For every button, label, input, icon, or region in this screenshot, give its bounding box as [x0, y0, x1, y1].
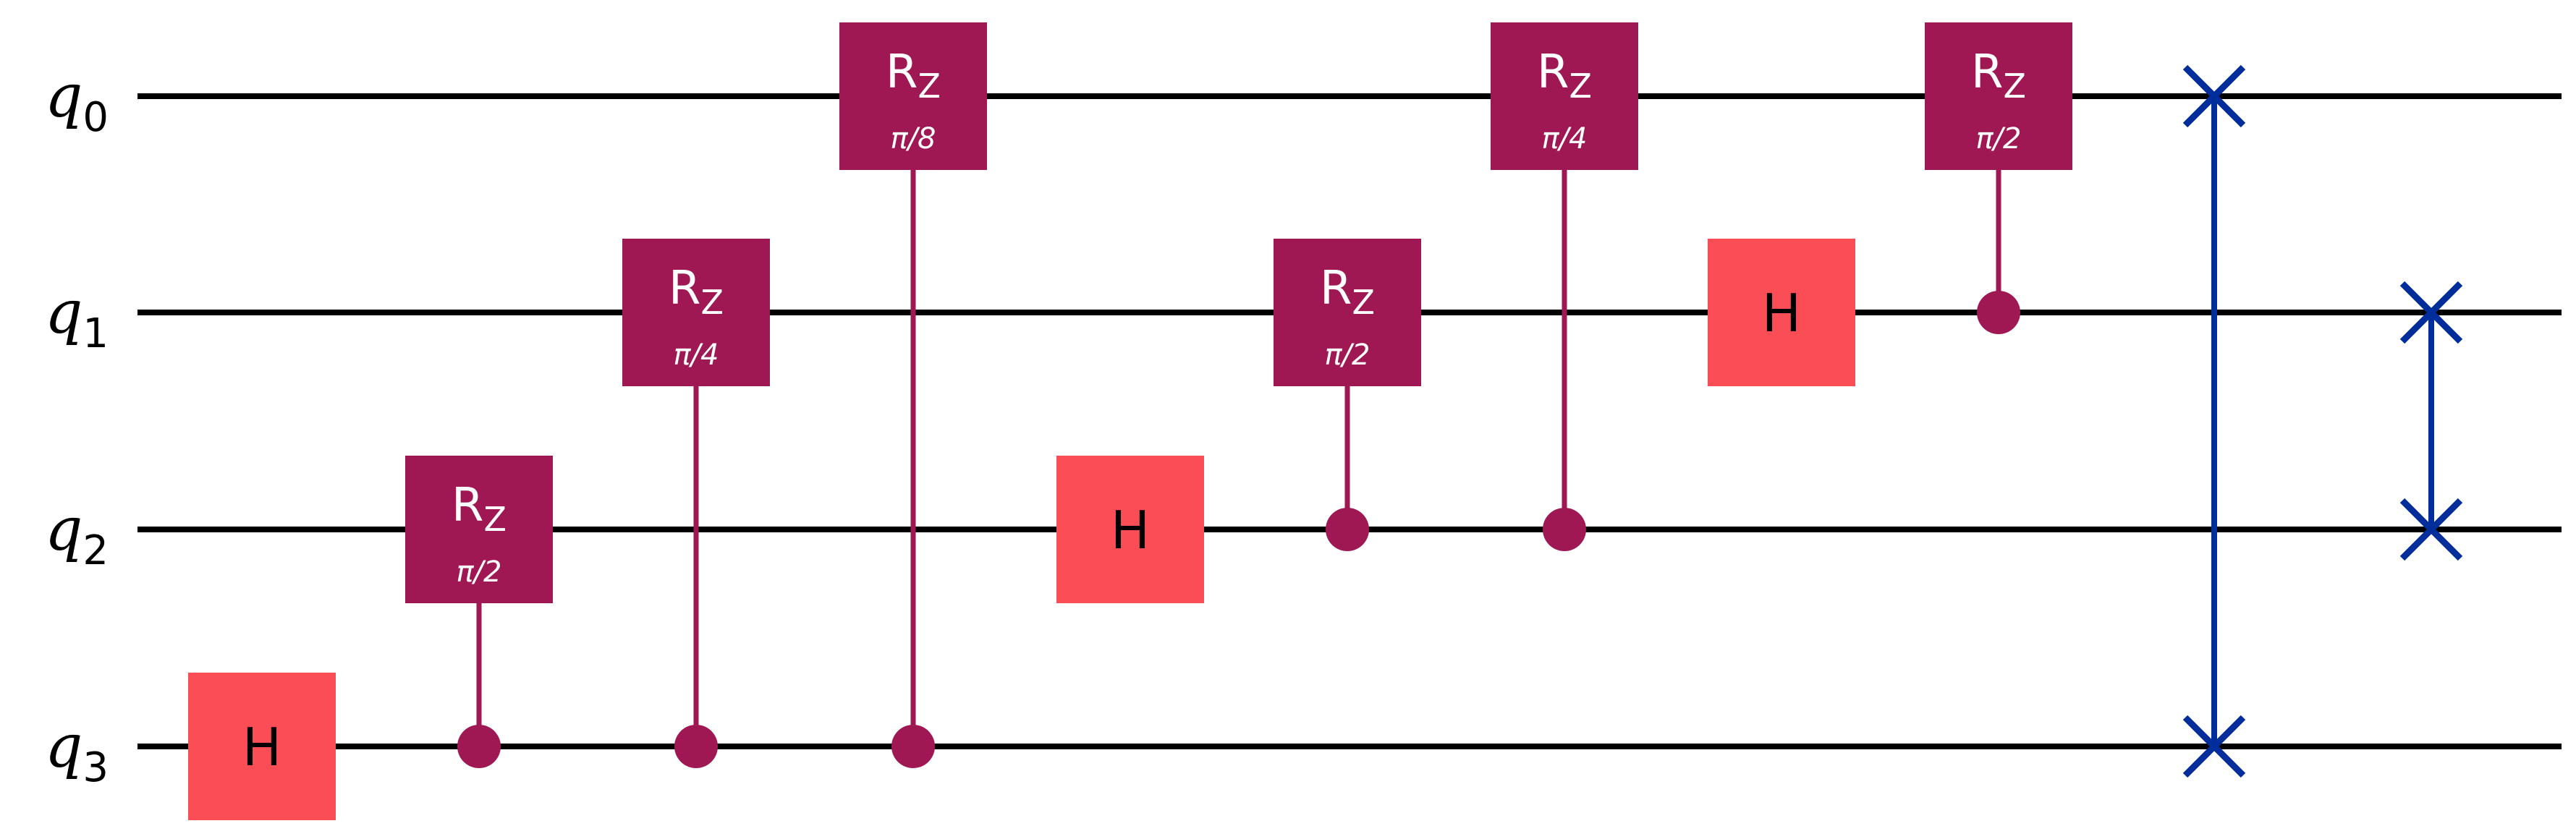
gate-name: R	[452, 479, 483, 532]
gate-subscript: Z	[2003, 67, 2026, 106]
controlled-rz-gate-3: RZπ/8	[839, 22, 987, 768]
gate-name: R	[1537, 46, 1569, 99]
gate-label: RZ	[669, 262, 724, 322]
gate-box	[1708, 239, 1855, 386]
qubit-index: 3	[82, 744, 109, 791]
qubit-label-1: q1	[45, 278, 109, 357]
qubit-index: 2	[82, 527, 109, 574]
gate-label: RZ	[1537, 46, 1592, 106]
hadamard-gate-4: H	[1056, 456, 1204, 603]
qubit-index: 0	[82, 94, 109, 141]
gate-label: H	[242, 717, 281, 778]
qubit-label-2: q2	[45, 495, 109, 574]
gate-label: RZ	[1320, 262, 1375, 322]
gate-parameter: π/2	[456, 555, 501, 589]
swap-cross-icon	[2182, 715, 2246, 778]
gate-box	[1274, 239, 1421, 386]
controlled-rz-gate-1: RZπ/2	[405, 456, 553, 768]
control-dot	[1543, 508, 1586, 551]
gate-label: H	[1762, 283, 1801, 344]
gate-box	[1491, 22, 1638, 170]
gate-label: RZ	[452, 479, 507, 539]
controlled-rz-gate-8: RZπ/2	[1925, 22, 2072, 334]
gate-box	[188, 673, 336, 820]
gate-parameter: π/4	[1541, 122, 1587, 156]
control-dot	[457, 725, 501, 768]
gate-parameter: π/2	[1975, 122, 2021, 156]
qubit-symbol: q	[45, 278, 83, 347]
swap-cross-icon	[2182, 64, 2246, 128]
gate-box	[1925, 22, 2072, 170]
gate-subscript: Z	[700, 283, 724, 322]
gate-box	[405, 456, 553, 603]
gate-parameter: π/2	[1324, 338, 1370, 372]
controlled-rz-gate-5: RZπ/2	[1274, 239, 1421, 551]
hadamard-gate-7: H	[1708, 239, 1855, 386]
gate-label: RZ	[886, 46, 941, 106]
gate-name: R	[1971, 46, 2003, 99]
gate-parameter: π/8	[890, 122, 936, 156]
gate-name: R	[669, 262, 700, 315]
qubit-index: 1	[82, 310, 109, 357]
gate-subscript: Z	[483, 500, 507, 539]
gate-label: RZ	[1971, 46, 2026, 106]
control-dot	[1977, 291, 2020, 334]
swap-cross-icon	[2399, 498, 2463, 561]
gate-box	[1056, 456, 1204, 603]
gate-name: R	[1320, 262, 1352, 315]
qubit-label-3: q3	[45, 712, 109, 791]
control-dot	[1326, 508, 1369, 551]
qubit-symbol: q	[45, 495, 83, 564]
gate-label: H	[1111, 500, 1150, 561]
controlled-rz-gate-2: RZπ/4	[622, 239, 770, 768]
gate-parameter: π/4	[673, 338, 719, 372]
control-dot	[674, 725, 718, 768]
gate-box	[839, 22, 987, 170]
hadamard-gate-0: H	[188, 673, 336, 820]
gate-subscript: Z	[918, 67, 941, 106]
gate-subscript: Z	[1569, 67, 1592, 106]
control-dot	[891, 725, 935, 768]
qubit-symbol: q	[45, 62, 83, 131]
swap-cross-icon	[2399, 281, 2463, 344]
gate-subscript: Z	[1352, 283, 1375, 322]
gate-name: R	[886, 46, 918, 99]
gate-box	[622, 239, 770, 386]
controlled-rz-gate-6: RZπ/4	[1491, 22, 1638, 551]
swap-gate-9	[2182, 64, 2246, 778]
qubit-label-0: q0	[45, 62, 109, 141]
swap-gate-10	[2399, 281, 2463, 561]
qubit-symbol: q	[45, 712, 83, 781]
